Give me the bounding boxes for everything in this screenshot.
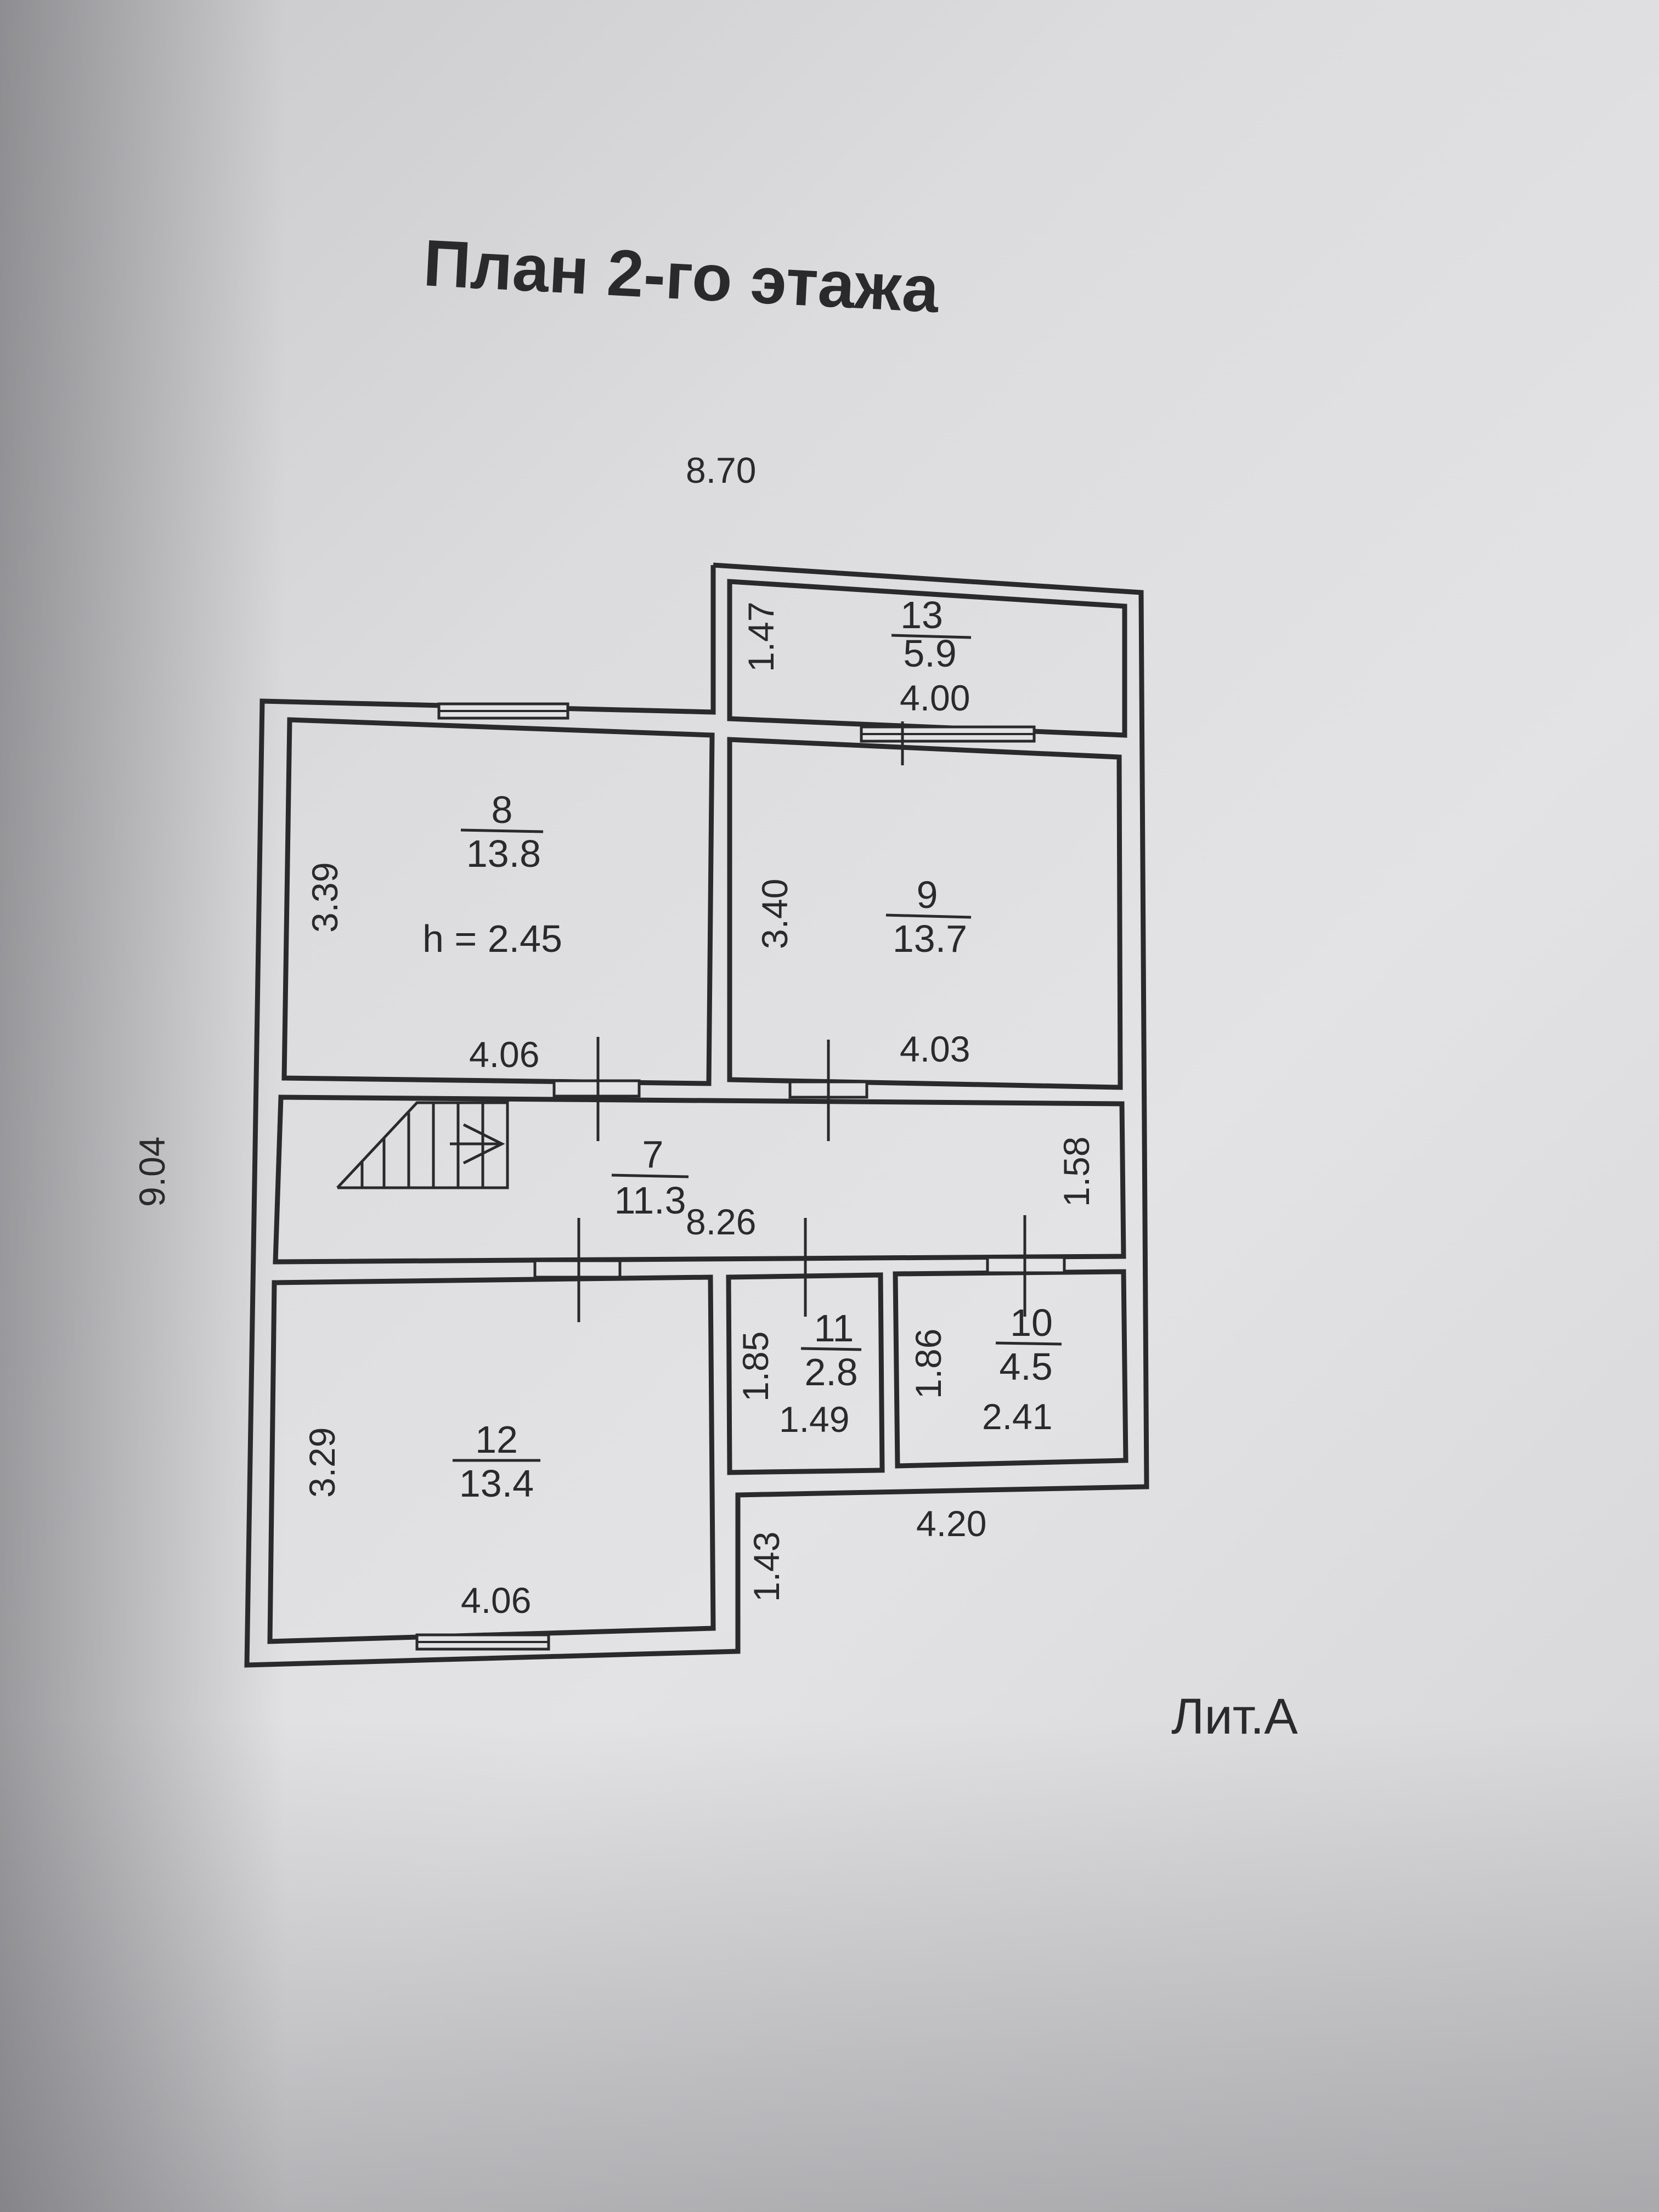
dim-r7-height: 1.58 xyxy=(1056,1137,1097,1207)
room-10-area: 4.5 xyxy=(999,1345,1052,1388)
room-11-label: 11 2.8 xyxy=(800,1307,862,1393)
room-7 xyxy=(273,1094,1126,1265)
room-8 xyxy=(281,717,715,1086)
room-8-area: 13.8 xyxy=(466,832,541,875)
dim-r11-height: 1.85 xyxy=(735,1331,776,1402)
room-12 xyxy=(267,1274,716,1644)
room-9-number: 9 xyxy=(917,873,938,916)
room-9-label: 9 13.7 xyxy=(885,873,972,960)
room-10-label: 10 4.5 xyxy=(995,1301,1062,1388)
overall-width: 8.70 xyxy=(686,450,756,490)
page-shadow-bottom xyxy=(0,1718,1659,2212)
room-12-number: 12 xyxy=(475,1418,518,1461)
dim-r12-height: 3.29 xyxy=(302,1427,342,1498)
staircase xyxy=(336,1101,509,1189)
room-8-label: 8 13.8 xyxy=(460,788,544,875)
room-12-label: 12 13.4 xyxy=(453,1418,540,1505)
dim-r8-width: 4.06 xyxy=(469,1034,539,1075)
room-11-area: 2.8 xyxy=(804,1351,857,1393)
overall-height: 9.04 xyxy=(132,1137,172,1207)
liter-label: Лит.А xyxy=(1171,1689,1298,1745)
room-13 xyxy=(727,579,1127,738)
window-room-12 xyxy=(415,1633,550,1651)
room-8-number: 8 xyxy=(492,788,513,831)
dim-r7-width: 8.26 xyxy=(686,1201,756,1242)
window-room-9 xyxy=(860,725,1036,743)
room-12-area: 13.4 xyxy=(459,1462,534,1505)
dim-r10-height: 1.86 xyxy=(908,1329,949,1399)
window-room-8 xyxy=(437,702,569,720)
room-7-label: 7 11.3 xyxy=(611,1133,689,1222)
dim-r11-width: 1.49 xyxy=(779,1399,849,1440)
room-9-area: 13.7 xyxy=(893,917,967,960)
room-11-number: 11 xyxy=(814,1307,854,1350)
room-7-number: 7 xyxy=(642,1133,664,1176)
dim-r12-width: 4.06 xyxy=(461,1580,531,1621)
room-10-number: 10 xyxy=(1010,1301,1053,1344)
room-9 xyxy=(727,737,1123,1090)
dimension-labels: 1.47 4.00 3.39 4.06 3.40 4.03 8.26 1.58 … xyxy=(302,602,1097,1621)
dim-r13-height: 1.47 xyxy=(741,602,781,672)
plan-title: План 2-го этажа xyxy=(422,226,941,326)
dim-ext-height: 1.43 xyxy=(746,1532,787,1602)
room-7-area: 11.3 xyxy=(614,1179,686,1222)
dim-r9-width: 4.03 xyxy=(900,1029,970,1069)
dim-ext-width: 4.20 xyxy=(916,1503,986,1544)
dim-r10-width: 2.41 xyxy=(982,1396,1052,1437)
room-13-number: 13 xyxy=(900,594,943,636)
dim-r13-width: 4.00 xyxy=(900,678,970,718)
dim-r8-height: 3.39 xyxy=(304,862,345,933)
dim-r9-height: 3.40 xyxy=(754,879,795,949)
ceiling-height: h = 2.45 xyxy=(422,917,562,960)
doors xyxy=(533,721,1066,1322)
page-shadow-left xyxy=(0,0,285,2212)
room-11 xyxy=(726,1272,885,1475)
room-13-label: 13 5.9 xyxy=(891,594,972,675)
room-13-area: 5.9 xyxy=(903,632,956,675)
